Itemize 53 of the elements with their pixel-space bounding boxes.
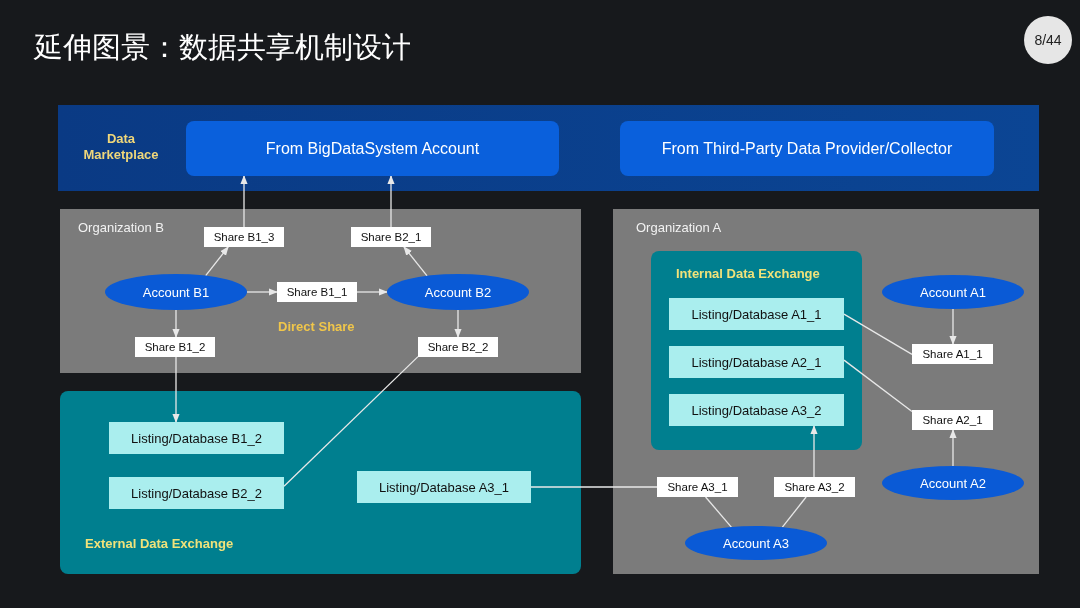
connector-line [843, 359, 913, 413]
arrow [403, 246, 428, 277]
share-box: Share B1_2 [135, 337, 215, 357]
exchange-panel [651, 251, 862, 450]
share-box: Share A3_1 [657, 477, 738, 497]
share-box: Share A1_1 [912, 344, 993, 364]
listing-box: Listing/Database A1_1 [669, 298, 844, 330]
account-ellipse: Account A3 [685, 526, 827, 560]
source-box: From BigDataSystem Account [186, 121, 559, 176]
share-box: Share B2_2 [418, 337, 498, 357]
share-box: Share B1_3 [204, 227, 284, 247]
share-box: Share A3_2 [774, 477, 855, 497]
share-box: Share A2_1 [912, 410, 993, 430]
panel-heading: Organization B [78, 220, 164, 235]
connector-line [530, 486, 658, 488]
section-label: Direct Share [278, 319, 355, 334]
arrow [810, 425, 818, 478]
listing-box: Listing/Database A3_1 [357, 471, 531, 503]
listing-box: Listing/Database A2_1 [669, 346, 844, 378]
share-box: Share B1_1 [277, 282, 357, 302]
slide-title: 延伸图景：数据共享机制设计 [34, 29, 411, 66]
connector-line [781, 496, 807, 528]
band-heading: Data Marketplace [82, 131, 160, 163]
panel-heading: Organization A [636, 220, 722, 235]
arrow [205, 246, 229, 277]
connector-line [283, 355, 419, 487]
account-ellipse: Account A2 [882, 466, 1024, 500]
source-box: From Third-Party Data Provider/Collector [620, 121, 994, 176]
connector-line [843, 313, 913, 355]
account-ellipse: Account B1 [105, 274, 247, 310]
marketplace-band [58, 105, 1039, 191]
panel-heading: Internal Data Exchange [676, 266, 820, 281]
arrow [172, 356, 180, 423]
arrow [356, 288, 388, 296]
connector-line [704, 496, 732, 528]
arrow [246, 288, 278, 296]
account-ellipse: Account A1 [882, 275, 1024, 309]
listing-box: Listing/Database A3_2 [669, 394, 844, 426]
panel-heading: External Data Exchange [85, 536, 234, 551]
page-number: 8/44 [1024, 16, 1072, 64]
arrow [240, 175, 248, 228]
listing-box: Listing/Database B2_2 [109, 477, 284, 509]
arrow [949, 308, 957, 345]
arrow [454, 309, 462, 338]
arrow [172, 309, 180, 338]
share-box: Share B2_1 [351, 227, 431, 247]
arrow [949, 429, 957, 467]
organization-panel [60, 209, 581, 373]
arrow [387, 175, 395, 228]
listing-box: Listing/Database B1_2 [109, 422, 284, 454]
exchange-panel [60, 391, 581, 574]
organization-panel [613, 209, 1039, 574]
account-ellipse: Account B2 [387, 274, 529, 310]
